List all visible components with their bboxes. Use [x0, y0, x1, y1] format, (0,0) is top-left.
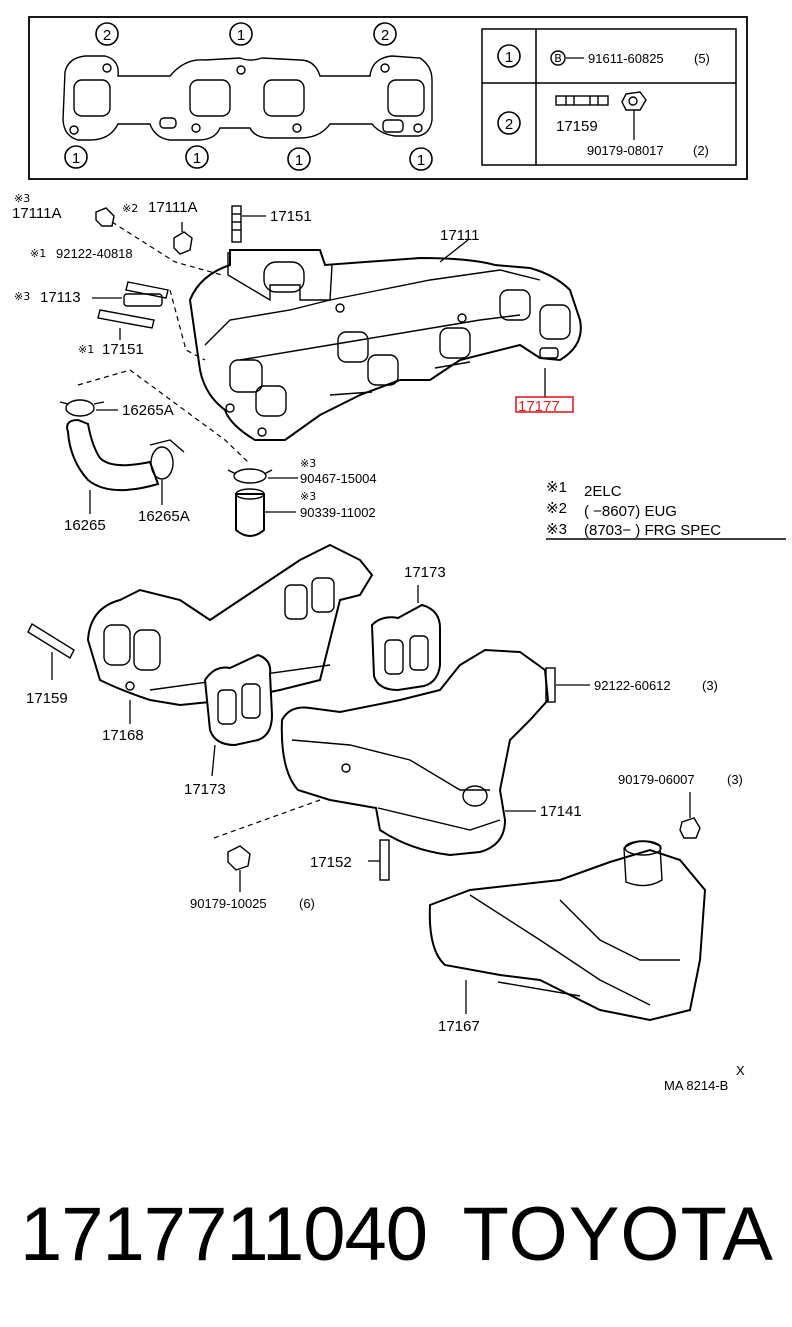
- label-17173-bottom: 17173: [184, 781, 226, 798]
- nut-90179-10025: [213, 799, 321, 892]
- highlight-17177: 17177: [515, 396, 574, 415]
- svg-text:(3): (3): [727, 772, 743, 787]
- nut-17111A-left: [95, 207, 115, 227]
- svg-text:1: 1: [417, 152, 425, 169]
- note-text-3: (8703− ) FRG SPEC: [584, 522, 721, 539]
- label-17111: 17111: [440, 227, 480, 244]
- gasket-inset-box: 2 1 2 1 1 1 1 1 2 B 91611-60825 (5): [28, 16, 748, 180]
- label-17151-left: 17151: [102, 341, 144, 358]
- gasket-17173-right: [370, 585, 441, 692]
- gasket-marker-3: 2: [373, 22, 397, 46]
- mark-17111A-mid: ※2: [122, 202, 138, 215]
- gasket-marker-2: 1: [229, 22, 253, 46]
- svg-text:1: 1: [295, 152, 303, 169]
- note-mark-3: ※3: [546, 521, 567, 538]
- figure-code: MA 8214-B: [664, 1078, 728, 1093]
- legend-part-1: 91611-60825: [588, 51, 664, 66]
- label-16265: 16265: [64, 517, 106, 534]
- heat-insulator-17167: [428, 840, 707, 1022]
- svg-text:1: 1: [237, 27, 245, 44]
- label-92122-60612: 92122-60612: [594, 678, 671, 693]
- legend-stud: 17159: [556, 118, 598, 135]
- svg-text:1: 1: [72, 150, 80, 167]
- label-17167: 17167: [438, 1018, 480, 1035]
- label-90179-10025: 90179-10025: [190, 896, 267, 911]
- label-17141: 17141: [540, 803, 582, 820]
- label-16265A-top: 16265A: [122, 402, 174, 419]
- nut-90179-06007: [679, 792, 701, 839]
- svg-text:1: 1: [505, 49, 513, 66]
- mark-90339: ※3: [300, 490, 316, 503]
- svg-text:(6): (6): [299, 896, 315, 911]
- label-17177: 17177: [518, 398, 560, 415]
- svg-text:2: 2: [381, 27, 389, 44]
- hose-16265: [66, 418, 160, 514]
- exhaust-manifold-17141: [280, 648, 550, 857]
- parts-diagram: 2 1 2 1 1 1 1 1 2 B 91611-60825 (5): [12, 16, 786, 1093]
- label-90179-06007: 90179-06007: [618, 772, 695, 787]
- footer-brand: TOYOTA: [462, 1192, 774, 1277]
- svg-text:(2): (2): [693, 143, 709, 158]
- mark-90467: ※3: [300, 457, 316, 470]
- stud-17152: [368, 839, 390, 881]
- label-90467: 90467-15004: [300, 471, 377, 486]
- hose-90339: [235, 488, 296, 537]
- gasket-marker-1: 2: [95, 22, 119, 46]
- note-text-2: ( −8607) EUG: [584, 503, 677, 520]
- label-17151-top: 17151: [270, 208, 312, 225]
- mark-17111A-left: ※3: [14, 192, 30, 205]
- label-90339: 90339-11002: [300, 505, 376, 520]
- stud-17151-top: [231, 205, 266, 243]
- clamp-16265A-top: [59, 399, 118, 417]
- exhaust-manifold-upper: [188, 249, 582, 441]
- svg-text:(5): (5): [694, 51, 710, 66]
- label-17152: 17152: [310, 854, 352, 871]
- stud-92122-60612: [545, 667, 590, 703]
- footer: 1717711040 TOYOTA: [0, 1180, 792, 1290]
- note-mark-1: ※1: [546, 479, 567, 496]
- mark-17113: ※3: [14, 290, 30, 303]
- stud-17151-left: [97, 309, 155, 340]
- stud-92122-40818: [125, 281, 169, 299]
- label-17168: 17168: [102, 727, 144, 744]
- note-text-1: 2ELC: [584, 483, 622, 500]
- stud-17159: [27, 623, 75, 680]
- gasket-marker-7: 1: [409, 147, 433, 171]
- nut-17111A-mid: [173, 222, 193, 255]
- label-17113: 17113: [40, 289, 81, 306]
- legend-nut: 90179-08017: [587, 143, 664, 158]
- spec-notes: ※1 2ELC ※2 ( −8607) EUG ※3 (8703− ) FRG …: [546, 479, 786, 540]
- svg-text:(3): (3): [702, 678, 718, 693]
- clamp-16265A-bottom: [149, 439, 185, 505]
- gasket-marker-5: 1: [185, 145, 209, 169]
- mark-17151-left: ※1: [78, 343, 94, 356]
- footer-part-number: 1717711040: [20, 1192, 428, 1277]
- gasket-17173-left: [203, 653, 274, 777]
- sleeve-17113: [123, 293, 163, 307]
- gasket-marker-6: 1: [287, 147, 311, 171]
- label-17173-top: 17173: [404, 564, 446, 581]
- label-17111A-left: 17111A: [12, 205, 62, 222]
- gasket-marker-4: 1: [64, 145, 88, 169]
- svg-text:2: 2: [505, 116, 513, 133]
- label-92122-40818: 92122-40818: [56, 246, 133, 261]
- svg-text:1: 1: [193, 150, 201, 167]
- svg-text:B: B: [554, 52, 562, 65]
- svg-text:2: 2: [103, 27, 111, 44]
- legend-table: 1 2 B 91611-60825 (5) 17159 90179-08017 …: [481, 28, 737, 166]
- mark-92122-40818: ※1: [30, 247, 46, 260]
- note-mark-2: ※2: [546, 500, 567, 517]
- clamp-90467: [227, 468, 298, 484]
- label-17111A-mid: 17111A: [148, 199, 198, 216]
- label-16265A-bottom: 16265A: [138, 508, 190, 525]
- label-17159: 17159: [26, 690, 68, 707]
- figure-code-mark: X: [736, 1063, 745, 1078]
